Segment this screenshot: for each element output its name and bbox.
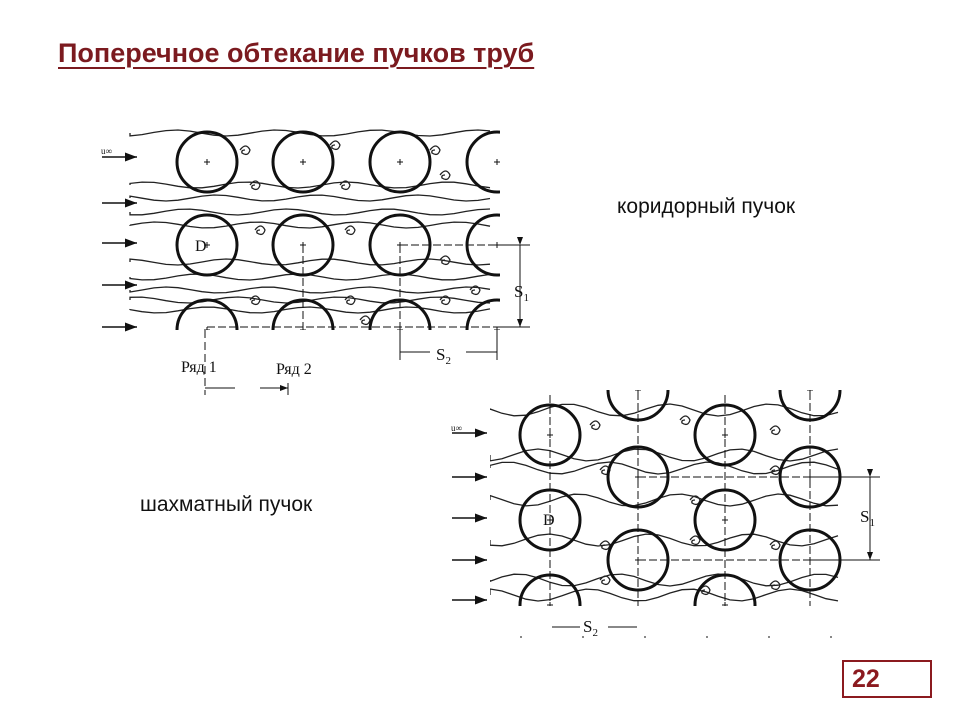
vortex bbox=[339, 180, 351, 191]
streamline bbox=[129, 286, 491, 294]
vortex bbox=[249, 180, 261, 191]
inline-bundle-caption: коридорный пучок bbox=[617, 195, 796, 218]
tube-center-mark bbox=[494, 327, 500, 330]
tube-circle bbox=[271, 130, 335, 194]
s1-label: S1 bbox=[860, 507, 875, 529]
vortex bbox=[249, 295, 261, 306]
diameter-label: D bbox=[543, 512, 555, 529]
tube-center-mark bbox=[494, 159, 500, 165]
velocity-label: u∞ bbox=[451, 423, 462, 433]
tube-circle bbox=[368, 130, 432, 194]
streamline bbox=[129, 221, 491, 229]
streamline bbox=[129, 181, 491, 189]
row1-label: Ряд 1 bbox=[181, 359, 217, 376]
vortex bbox=[689, 535, 701, 546]
tube-circle bbox=[465, 130, 500, 194]
tube-center-mark bbox=[204, 242, 210, 248]
vortex bbox=[769, 540, 781, 551]
vortex bbox=[239, 145, 251, 156]
inline-bundle-diagram: u∞ D S1 S2 Ряд 1 Ряд 2 bbox=[101, 129, 530, 395]
streamline bbox=[129, 194, 491, 202]
tube-center-mark bbox=[204, 159, 210, 165]
tube-center-mark bbox=[300, 159, 306, 165]
velocity-label: u∞ bbox=[101, 146, 112, 156]
vortex bbox=[439, 170, 451, 181]
page-number-box: 22 bbox=[842, 660, 932, 698]
staggered-bundle-diagram: u∞ D S1 S2 bbox=[451, 390, 880, 639]
streamline bbox=[490, 533, 839, 547]
tube-circle bbox=[175, 130, 239, 194]
vortex bbox=[439, 255, 451, 266]
tube-center-mark bbox=[397, 159, 403, 165]
vortex bbox=[599, 575, 611, 586]
vortex bbox=[769, 580, 781, 591]
vortex bbox=[699, 585, 711, 596]
vortex bbox=[769, 425, 781, 436]
vortex bbox=[769, 465, 781, 476]
s2-label: S2 bbox=[583, 617, 598, 639]
vortex bbox=[344, 225, 356, 236]
vortex bbox=[344, 295, 356, 306]
vortex bbox=[439, 295, 451, 306]
streamline bbox=[490, 461, 839, 475]
vortex bbox=[599, 540, 611, 551]
streamline bbox=[129, 306, 491, 314]
row2-label: Ряд 2 bbox=[276, 361, 312, 378]
vortex bbox=[689, 495, 701, 506]
page-number: 22 bbox=[852, 665, 880, 693]
tube-center-mark bbox=[204, 327, 210, 330]
vortex bbox=[589, 420, 601, 431]
vortex bbox=[359, 315, 371, 326]
s2-label: S2 bbox=[436, 345, 451, 367]
slide-title: Поперечное обтекание пучков труб bbox=[58, 38, 535, 68]
vortex bbox=[329, 140, 341, 151]
staggered-bundle-caption: шахматный пучок bbox=[140, 493, 313, 516]
tube-circle bbox=[465, 298, 500, 330]
vortex bbox=[469, 285, 481, 296]
streamline bbox=[490, 403, 839, 417]
tube-circle bbox=[175, 298, 239, 330]
diameter-label: D bbox=[195, 238, 207, 255]
vortex bbox=[429, 145, 441, 156]
s1-label: S1 bbox=[514, 282, 529, 304]
streamline bbox=[129, 208, 491, 216]
vortex bbox=[679, 415, 691, 426]
tube-circle bbox=[175, 213, 239, 277]
vortex bbox=[254, 225, 266, 236]
streamline bbox=[490, 588, 839, 602]
dimension-line bbox=[549, 390, 845, 606]
